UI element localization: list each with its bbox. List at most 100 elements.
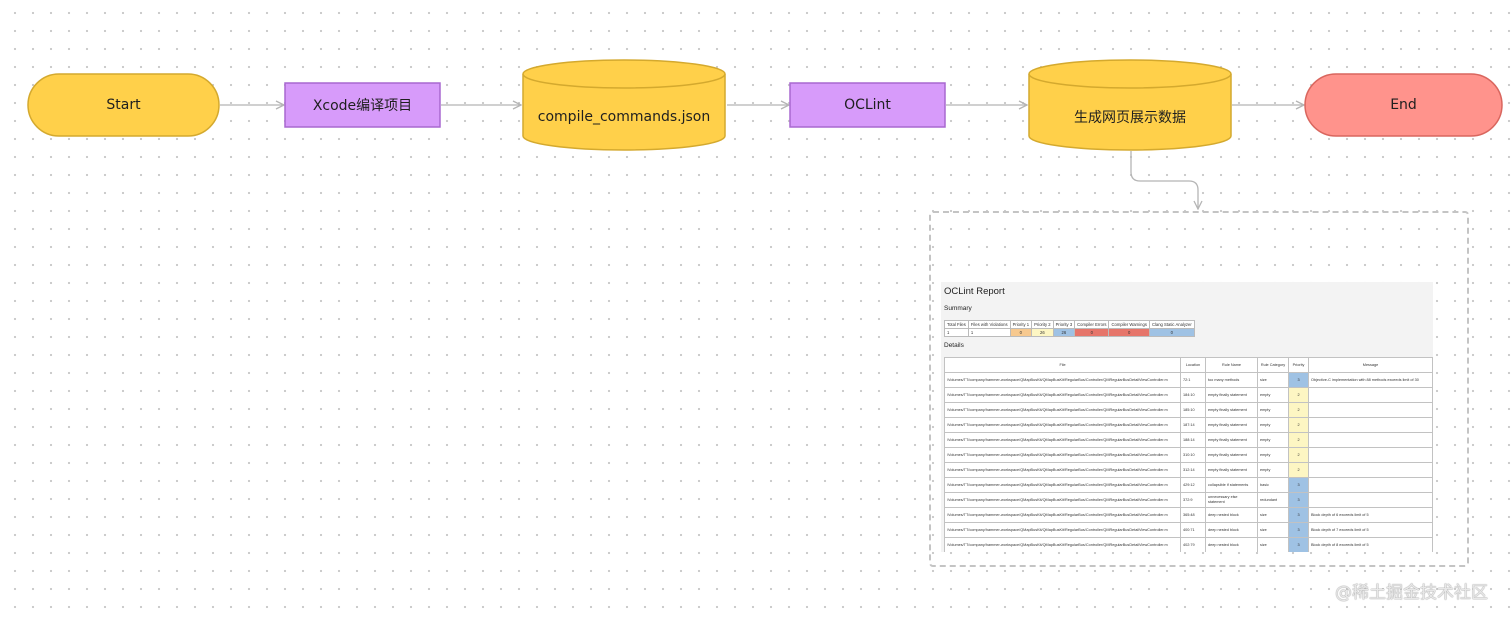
summary-heading: Summary xyxy=(944,305,972,312)
details-cell-message: Block depth of 7 exceeds limit of 5 xyxy=(1308,522,1433,538)
details-cell-location: 184:10 xyxy=(1180,387,1206,403)
details-cell-file: /Volumes/TT/company/hammer-workspace/QMa… xyxy=(944,477,1181,493)
details-cell-message xyxy=(1308,387,1433,403)
details-cell-rule: empty finally statement xyxy=(1205,447,1258,463)
summary-value-cell: 26 xyxy=(1031,328,1054,337)
details-row: /Volumes/TT/company/hammer-workspace/QMa… xyxy=(944,462,1433,478)
details-cell-rule: deep nested block xyxy=(1205,507,1258,523)
details-cell-category: empty xyxy=(1257,447,1289,463)
details-cell-priority: 3 xyxy=(1288,477,1309,493)
details-cell-location: 72:1 xyxy=(1180,372,1206,388)
details-cell-message xyxy=(1308,492,1433,508)
details-cell-file: /Volumes/TT/company/hammer-workspace/QMa… xyxy=(944,537,1181,552)
summary-value-cell: 0 xyxy=(1148,328,1195,337)
details-header-cell: Rule Category xyxy=(1257,357,1289,373)
end-label: End xyxy=(1390,97,1417,113)
details-cell-rule: too many methods xyxy=(1205,372,1258,388)
details-cell-rule: empty finally statement xyxy=(1205,387,1258,403)
summary-value-row: 1 1 0 26 26 0 0 0 xyxy=(944,328,1195,337)
details-cell-message xyxy=(1308,432,1433,448)
summary-header-cell: Total Files xyxy=(944,320,969,329)
details-cell-rule: empty finally statement xyxy=(1205,402,1258,418)
details-cell-file: /Volumes/TT/company/hammer-workspace/QMa… xyxy=(944,432,1181,448)
details-cell-category: size xyxy=(1257,537,1289,552)
details-cell-priority: 2 xyxy=(1288,417,1309,433)
summary-header-cell: Priority 2 xyxy=(1031,320,1054,329)
summary-value-cell: 0 xyxy=(1074,328,1110,337)
details-cell-rule: unnecessary else statement xyxy=(1205,492,1258,508)
details-cell-file: /Volumes/TT/company/hammer-workspace/QMa… xyxy=(944,507,1181,523)
details-cell-rule: collapsible if statements xyxy=(1205,477,1258,493)
details-cell-rule: empty finally statement xyxy=(1205,432,1258,448)
details-cell-category: size xyxy=(1257,372,1289,388)
summary-header-cell: Priority 1 xyxy=(1009,320,1033,329)
details-cell-location: 188:14 xyxy=(1180,432,1206,448)
details-row: /Volumes/TT/company/hammer-workspace/QMa… xyxy=(944,447,1433,463)
details-cell-priority: 3 xyxy=(1288,492,1309,508)
details-row: /Volumes/TT/company/hammer-workspace/QMa… xyxy=(944,492,1433,508)
xcode-process-shape[interactable] xyxy=(284,82,441,128)
details-cell-message xyxy=(1308,417,1433,433)
details-row: /Volumes/TT/company/hammer-workspace/QMa… xyxy=(944,522,1433,538)
details-cell-file: /Volumes/TT/company/hammer-workspace/QMa… xyxy=(944,417,1181,433)
details-cell-file: /Volumes/TT/company/hammer-workspace/QMa… xyxy=(944,492,1181,508)
details-cell-category: empty xyxy=(1257,387,1289,403)
summary-header-cell: Files with Violations xyxy=(967,320,1011,329)
summary-value-cell: 0 xyxy=(1009,328,1033,337)
xcode-label: Xcode编译项目 xyxy=(312,98,413,114)
arrow-generate-to-report[interactable] xyxy=(1130,151,1198,209)
end-terminator-shape[interactable] xyxy=(1304,73,1503,137)
details-cell-location: 310:10 xyxy=(1180,447,1206,463)
report-image-frame[interactable] xyxy=(929,211,1469,567)
generate-database-shape[interactable] xyxy=(1028,59,1232,151)
details-row: /Volumes/TT/company/hammer-workspace/QMa… xyxy=(944,507,1433,523)
details-header-cell: Message xyxy=(1308,357,1433,373)
details-row: /Volumes/TT/company/hammer-workspace/QMa… xyxy=(944,432,1433,448)
details-cell-priority: 2 xyxy=(1288,402,1309,418)
details-cell-message: Block depth of 6 exceeds limit of 5 xyxy=(1308,507,1433,523)
summary-header-row: Total Files Files with Violations Priori… xyxy=(944,320,1195,329)
details-cell-rule: deep nested block xyxy=(1205,537,1258,552)
details-heading: Details xyxy=(944,342,964,349)
details-cell-file: /Volumes/TT/company/hammer-workspace/QMa… xyxy=(944,462,1181,478)
details-cell-category: basic xyxy=(1257,477,1289,493)
details-header-cell: Priority xyxy=(1288,357,1309,373)
details-body: /Volumes/TT/company/hammer-workspace/QMa… xyxy=(944,372,1433,552)
report-title: OCLint Report xyxy=(944,286,1005,297)
details-cell-priority: 2 xyxy=(1288,447,1309,463)
summary-value-cell: 1 xyxy=(967,328,1011,337)
summary-value-cell: 26 xyxy=(1052,328,1076,337)
details-cell-category: size xyxy=(1257,522,1289,538)
details-cell-rule: deep nested block xyxy=(1205,522,1258,538)
generate-label: 生成网页展示数据 xyxy=(1074,110,1186,126)
details-cell-rule: empty finally statement xyxy=(1205,462,1258,478)
details-cell-file: /Volumes/TT/company/hammer-workspace/QMa… xyxy=(944,387,1181,403)
oclint-label: OCLint xyxy=(844,97,891,113)
summary-header-cell: Priority 3 xyxy=(1052,320,1076,329)
details-cell-message: Objective-C implementation with 88 metho… xyxy=(1308,372,1433,388)
compile-commands-database-shape[interactable] xyxy=(522,59,726,151)
summary-header-cell: Compiler Warnings xyxy=(1108,320,1150,329)
details-cell-priority: 2 xyxy=(1288,387,1309,403)
details-cell-location: 365:48 xyxy=(1180,507,1206,523)
details-cell-location: 312:14 xyxy=(1180,462,1206,478)
details-row: /Volumes/TT/company/hammer-workspace/QMa… xyxy=(944,417,1433,433)
details-cell-message xyxy=(1308,477,1433,493)
watermark: @稀土掘金技术社区 xyxy=(1335,583,1488,603)
details-cell-location: 185:10 xyxy=(1180,402,1206,418)
details-table: File Location Rule Name Rule Category Pr… xyxy=(944,357,1433,552)
details-cell-message xyxy=(1308,402,1433,418)
details-cell-location: 372:9 xyxy=(1180,492,1206,508)
details-cell-category: empty xyxy=(1257,462,1289,478)
details-header-row: File Location Rule Name Rule Category Pr… xyxy=(944,357,1433,373)
details-cell-file: /Volumes/TT/company/hammer-workspace/QMa… xyxy=(944,522,1181,538)
details-cell-message xyxy=(1308,462,1433,478)
details-row: /Volumes/TT/company/hammer-workspace/QMa… xyxy=(944,477,1433,493)
details-cell-location: 402:79 xyxy=(1180,537,1206,552)
summary-header-cell: Compiler Errors xyxy=(1074,320,1110,329)
details-cell-file: /Volumes/TT/company/hammer-workspace/QMa… xyxy=(944,402,1181,418)
start-terminator-shape[interactable] xyxy=(27,73,220,137)
oclint-process-shape[interactable] xyxy=(789,82,946,128)
details-cell-category: empty xyxy=(1257,417,1289,433)
